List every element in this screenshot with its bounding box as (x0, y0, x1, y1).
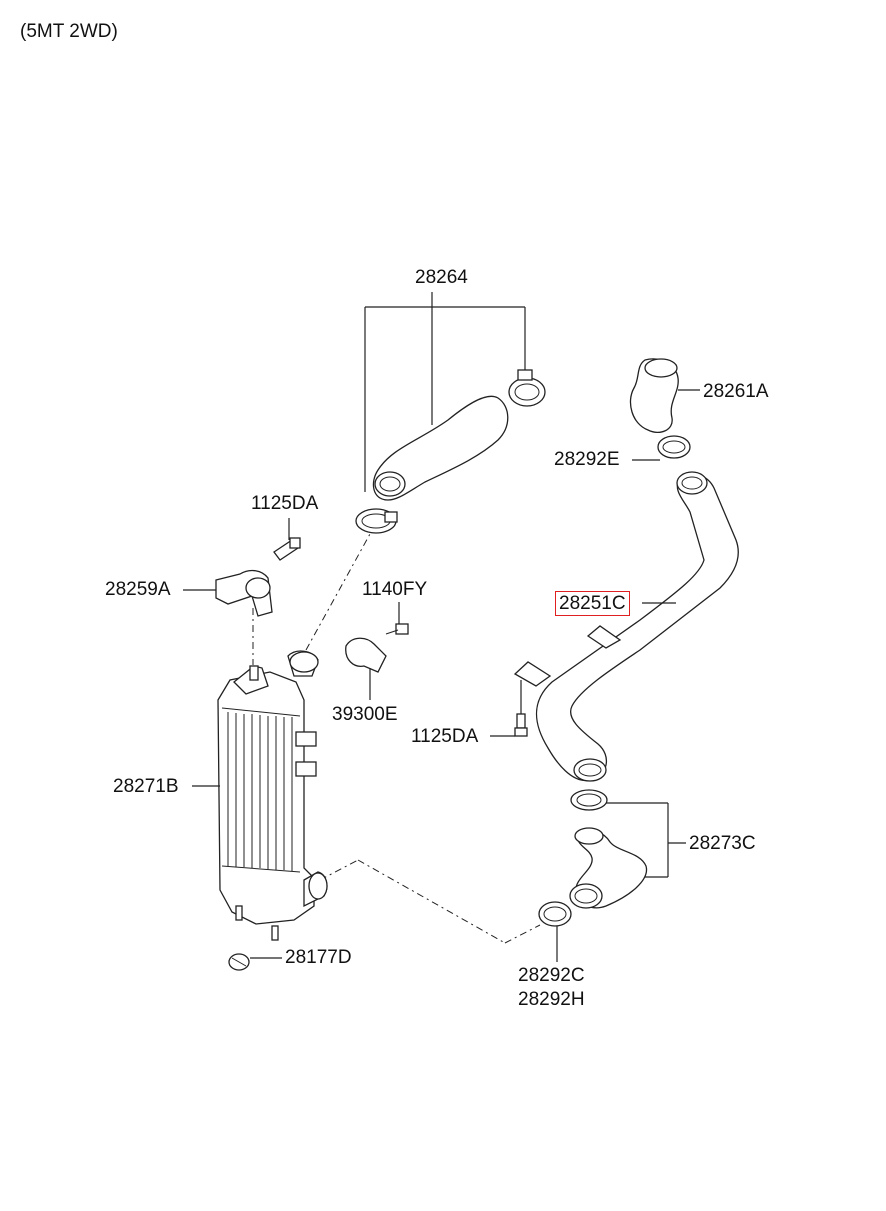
upper-hose-28264 (372, 395, 509, 501)
dash-line-d (305, 533, 371, 651)
part-label-28177D[interactable]: 28177D (285, 947, 352, 968)
clamp-28292E (632, 435, 691, 461)
bracket-28259A (183, 569, 273, 617)
part-label-28264[interactable]: 28264 (415, 267, 468, 288)
dash-line-a (319, 859, 359, 881)
hose-28273C (569, 789, 686, 909)
intercooler-fins (227, 712, 293, 871)
leader-28264 (364, 292, 526, 492)
part-label-39300E[interactable]: 39300E (332, 704, 398, 725)
part-label-28292C[interactable]: 28292C (518, 965, 585, 986)
part-label-1125DA-top[interactable]: 1125DA (251, 493, 319, 514)
hose-28261A (629, 358, 700, 433)
dash-line-b (357, 859, 506, 944)
intercooler-28271B (192, 650, 328, 941)
clamp-28292C (538, 901, 572, 962)
part-label-28292H[interactable]: 28292H (518, 989, 585, 1010)
pipe-28251C (513, 471, 739, 782)
part-label-28251C-highlighted[interactable]: 28251C (555, 591, 630, 616)
grommet-28177D (228, 953, 282, 971)
bolt-1125DA-top (273, 518, 301, 561)
part-label-28273C[interactable]: 28273C (689, 833, 756, 854)
sensor-39300E (345, 602, 409, 700)
variant-label: (5MT 2WD) (20, 21, 118, 42)
part-label-28292E[interactable]: 28292E (554, 449, 620, 470)
clamp-upper-left (355, 508, 398, 534)
part-label-28271B[interactable]: 28271B (113, 776, 179, 797)
bolt-1125DA-right (490, 680, 528, 737)
part-label-28261A[interactable]: 28261A (703, 381, 769, 402)
dash-line-c (504, 924, 541, 944)
part-label-28259A[interactable]: 28259A (105, 579, 171, 600)
part-label-1125DA-right[interactable]: 1125DA (411, 726, 479, 747)
clamp-upper-right (508, 369, 546, 407)
part-label-1140FY[interactable]: 1140FY (362, 579, 428, 600)
